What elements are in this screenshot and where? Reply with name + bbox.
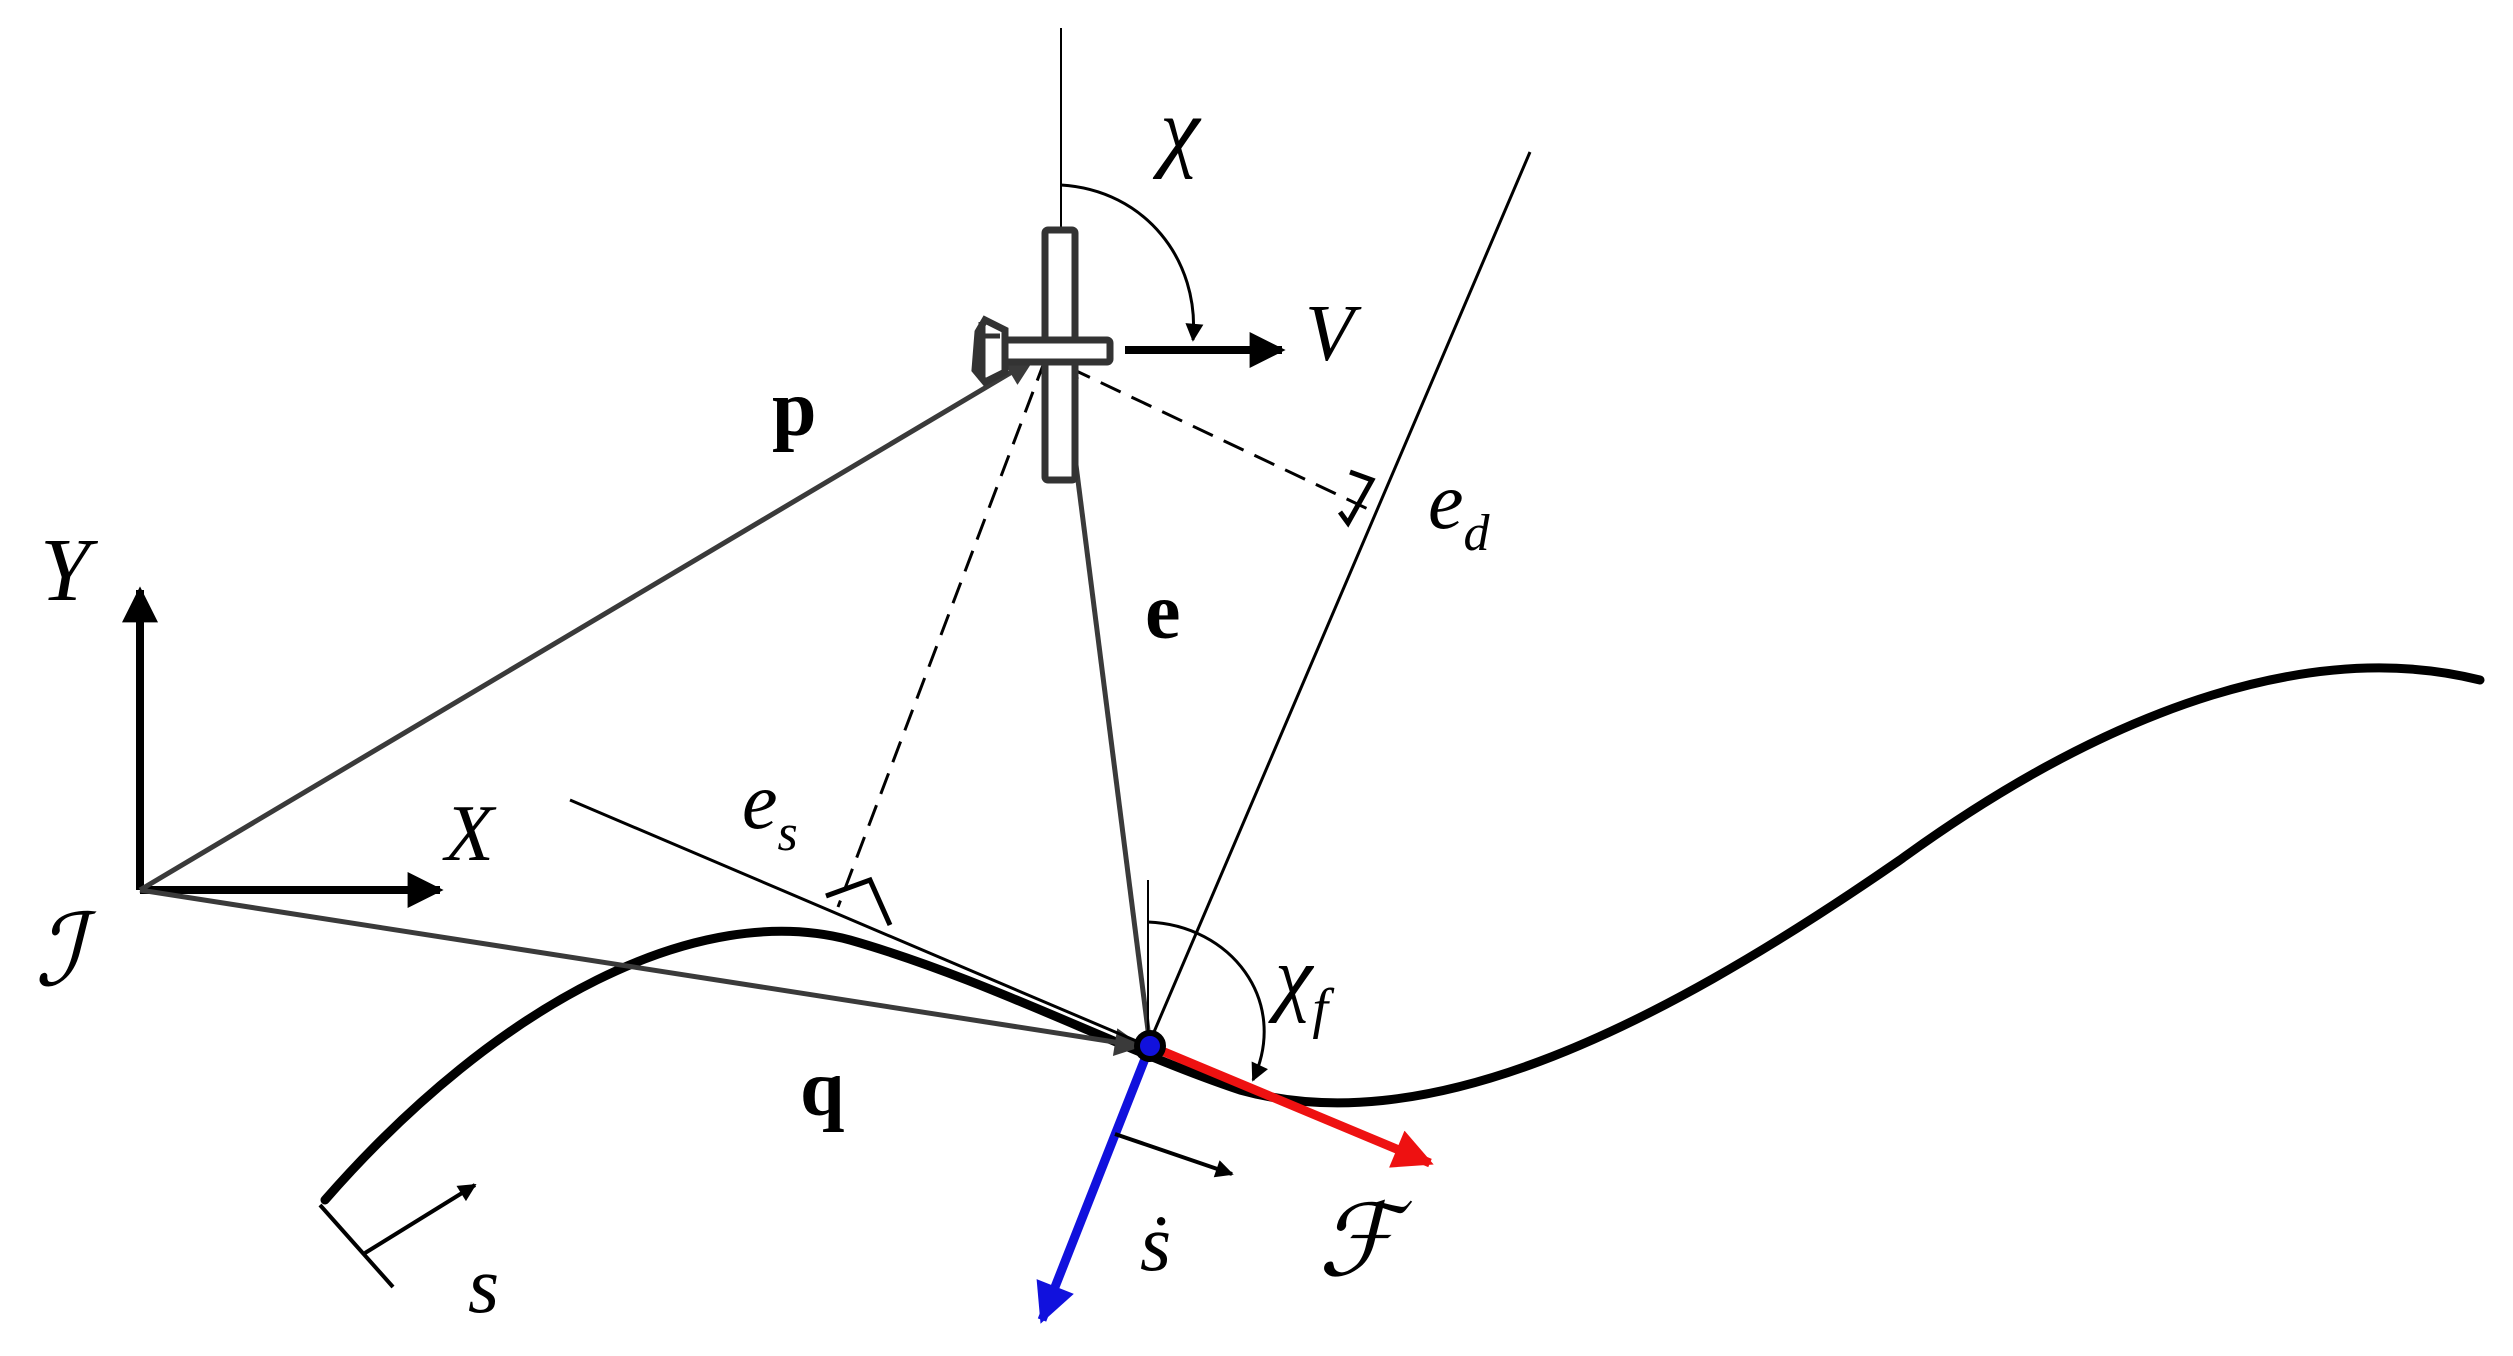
p-label: p <box>772 365 817 453</box>
p-vector <box>138 357 1035 893</box>
s-direction-arrow <box>363 1183 477 1255</box>
es-label: es <box>742 758 798 862</box>
s-label: s <box>468 1242 499 1330</box>
frenet-normal-arrow <box>1036 1044 1155 1324</box>
q-label: q <box>800 1045 845 1133</box>
path-start-tick <box>318 1203 395 1289</box>
tangent-line <box>1146 151 1532 1047</box>
es-label-base: e <box>742 758 778 846</box>
s-arrow <box>392 1240 393 1287</box>
chi-f-angle-arc <box>1147 920 1268 1082</box>
y-axis-label: Y <box>40 521 99 620</box>
aircraft-icon <box>971 226 1114 484</box>
path-point-dot <box>1134 1030 1166 1062</box>
inertial-frame-label: ℐ <box>35 896 97 1007</box>
chi-label: χ <box>1152 81 1202 180</box>
ed-label-sub: d <box>1464 505 1491 562</box>
chi-f-label-base: χ <box>1268 930 1315 1024</box>
es-dashed-line <box>836 359 1047 908</box>
chi-f-label-sub: f <box>1312 978 1335 1040</box>
ed-dashed-line <box>1069 366 1371 512</box>
frenet-tangent-arrow <box>1148 1041 1434 1168</box>
v-label: V <box>1305 290 1362 378</box>
e-label: e <box>1145 568 1181 656</box>
frenet-frame-label: ℱ <box>1318 1186 1413 1297</box>
ed-label: ed <box>1428 458 1491 562</box>
x-axis-label: X <box>442 790 497 878</box>
chi-angle-arc <box>1060 183 1204 342</box>
normal-line <box>569 798 1149 1048</box>
path-curve <box>320 663 2485 1205</box>
ed-right-angle <box>1337 469 1376 528</box>
s-dot-arrow <box>1114 1132 1234 1178</box>
es-label-sub: s <box>778 805 798 862</box>
q-vector <box>139 887 1143 1056</box>
s-dot-label: ṡ <box>1140 1200 1171 1288</box>
ed-label-base: e <box>1428 458 1464 546</box>
es-right-angle <box>825 876 893 927</box>
chi-f-label: χf <box>1268 930 1335 1040</box>
